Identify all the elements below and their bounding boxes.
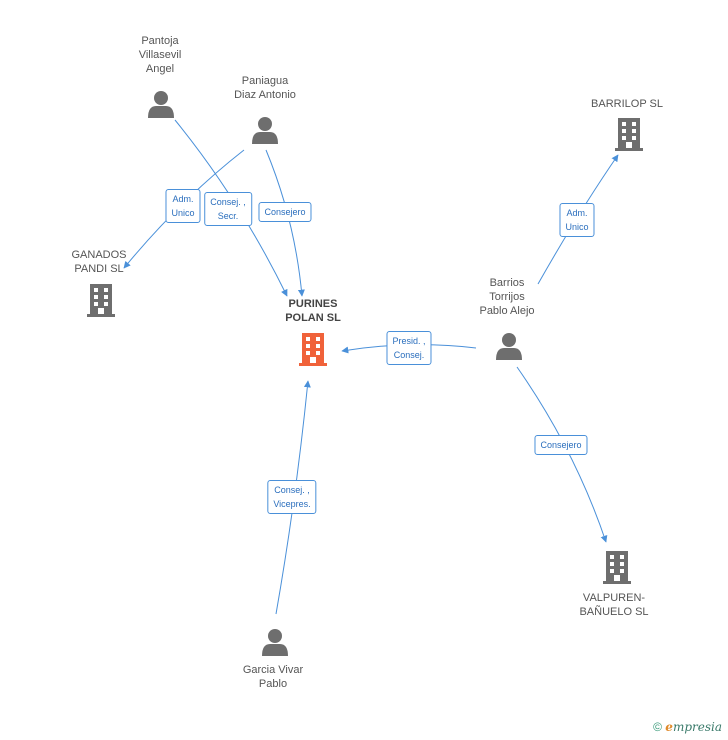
copyright-icon: © [653, 720, 662, 734]
node-label-purines[interactable]: PURINES POLAN SL [285, 298, 341, 324]
node-label-barrios[interactable]: Barrios Torrijos Pablo Alejo [479, 277, 535, 317]
person-icon[interactable] [148, 91, 174, 118]
copyright-notice: © empresia [653, 720, 722, 734]
building-icon[interactable] [87, 284, 115, 317]
edge-label-barrios-purines[interactable]: Presid. , Consej. [386, 331, 432, 365]
building-icon[interactable] [603, 551, 631, 584]
brand-initial: e [665, 720, 673, 734]
edge-label-barrios-valpuren[interactable]: Consejero [534, 435, 588, 455]
person-icon[interactable] [252, 117, 278, 144]
node-label-barrilop[interactable]: BARRILOP SL [591, 98, 663, 110]
edge-paniagua-purines[interactable] [265, 149, 305, 297]
node-label-pantoja[interactable]: Pantoja Villasevil Angel [138, 35, 182, 75]
edge-label-paniagua-ganados[interactable]: Adm. Unico [165, 189, 201, 223]
edge-label-barrios-barrilop[interactable]: Adm. Unico [559, 203, 595, 237]
brand-logo[interactable]: empresia [665, 720, 722, 734]
node-label-garcia[interactable]: Garcia Vivar Pablo [242, 664, 304, 690]
edge-label-garcia-purines[interactable]: Consej. , Vicepres. [267, 480, 317, 514]
node-label-ganados[interactable]: GANADOS PANDI SL [71, 249, 127, 275]
building-icon[interactable] [299, 333, 327, 366]
brand-rest: mpresia [672, 720, 722, 734]
edge-label-pantoja-purines[interactable]: Consej. , Secr. [204, 192, 252, 226]
building-icon[interactable] [615, 118, 643, 151]
person-icon[interactable] [262, 629, 288, 656]
person-icon[interactable] [496, 333, 522, 360]
node-label-paniagua[interactable]: Paniagua Diaz Antonio [234, 75, 296, 101]
edge-label-paniagua-purines[interactable]: Consejero [258, 202, 312, 222]
node-label-valpuren[interactable]: VALPUREN- BAÑUELO SL [579, 592, 649, 618]
